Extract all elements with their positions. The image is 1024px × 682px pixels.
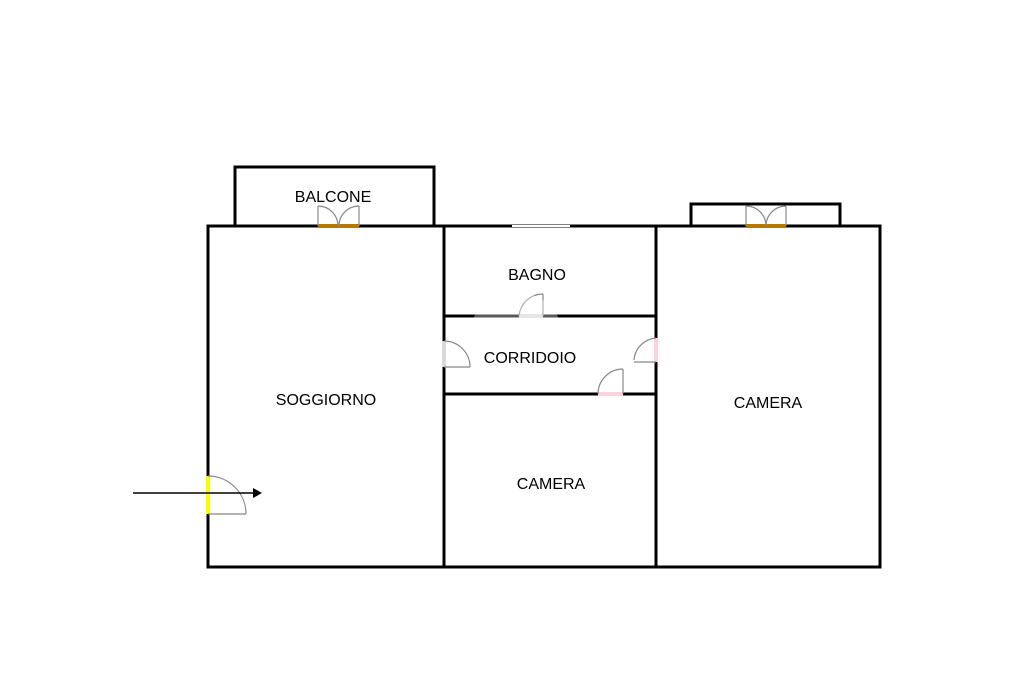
soggiorno-label: SOGGIORNO bbox=[276, 392, 376, 409]
door-swing-icon bbox=[745, 205, 787, 228]
door-swing-icon bbox=[442, 340, 471, 368]
entrance-arrow-icon bbox=[133, 488, 262, 498]
door-swing-icon bbox=[633, 337, 658, 363]
corridoio-label: CORRIDOIO bbox=[484, 350, 576, 367]
door-swing-icon bbox=[518, 293, 544, 318]
bagno-label: BAGNO bbox=[508, 267, 566, 284]
balcone-left-label: BALCONE bbox=[295, 189, 371, 206]
watermark-circle bbox=[468, 292, 564, 388]
camera-small-label: CAMERA bbox=[517, 476, 586, 493]
door-swing-icon bbox=[597, 368, 624, 396]
door-swing-icon bbox=[206, 475, 247, 515]
camera-large-label: CAMERA bbox=[734, 395, 803, 412]
door-swing-icon bbox=[317, 205, 360, 228]
